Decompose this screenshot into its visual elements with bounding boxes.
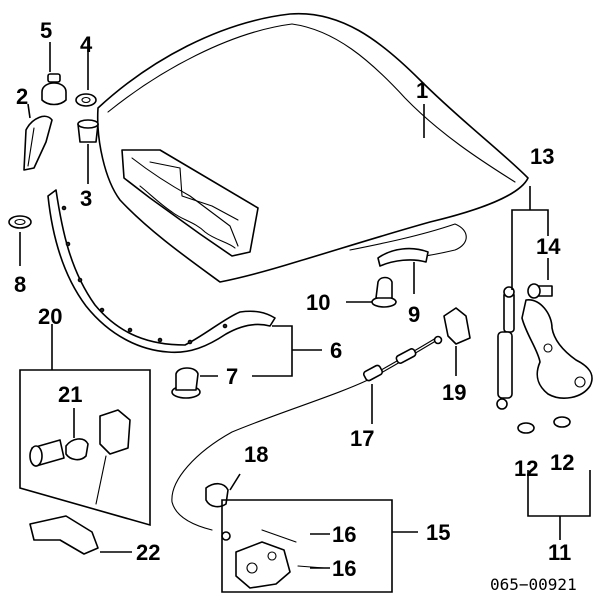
hood-lock-parts-inner bbox=[235, 529, 325, 589]
callout-hinge-bracket: 9 bbox=[408, 302, 420, 327]
callout-hood: 1 bbox=[416, 78, 428, 103]
callout-grommet: 8 bbox=[14, 272, 26, 297]
callout-labels: 1 2 3 4 5 6 7 8 9 10 12 12 11 13 14 15 1… bbox=[14, 18, 574, 581]
washer-small bbox=[75, 93, 97, 107]
cable-clamp bbox=[205, 482, 229, 508]
leader-lines bbox=[19, 40, 549, 569]
hood-cushion bbox=[171, 367, 201, 399]
callout-cable-holder: 19 bbox=[442, 380, 466, 405]
grommet bbox=[8, 215, 32, 229]
callout-washer-small: 4 bbox=[80, 32, 93, 57]
catalog-code: 065−00921 bbox=[490, 575, 577, 594]
cable-holder bbox=[443, 307, 471, 345]
callout-bumper-upper: 5 bbox=[40, 18, 52, 43]
hinge-bushings bbox=[517, 416, 571, 434]
callout-bolt: 14 bbox=[536, 234, 561, 259]
hood-panel bbox=[96, 12, 529, 283]
callout-lock-bolt: 21 bbox=[58, 382, 82, 407]
callout-support-group: 13 bbox=[530, 144, 554, 169]
callout-release-cable: 17 bbox=[350, 426, 374, 451]
callout-bushing-right: 12 bbox=[550, 450, 574, 475]
callout-release-lever: 22 bbox=[136, 540, 160, 565]
callout-hood-lock-group: 20 bbox=[38, 304, 62, 329]
hood-lock-frame bbox=[221, 499, 393, 593]
callout-cushion: 7 bbox=[226, 364, 238, 389]
release-lever bbox=[29, 515, 99, 555]
callout-seal-front-left: 2 bbox=[16, 84, 28, 109]
callout-lock-group: 15 bbox=[426, 520, 450, 545]
callout-hinge-group: 11 bbox=[548, 540, 571, 565]
seal-front-left bbox=[23, 115, 53, 171]
hood-lock-parts bbox=[29, 409, 131, 505]
bumper-upper bbox=[41, 73, 67, 106]
callout-seal-front: 6 bbox=[330, 338, 342, 363]
support-group-bracket bbox=[511, 186, 549, 290]
hinge-bracket bbox=[377, 247, 429, 267]
callout-spring-lower: 16 bbox=[332, 556, 356, 581]
bumper-lower bbox=[77, 119, 99, 143]
hood-lock-group-frame bbox=[19, 369, 151, 527]
callout-bushing-left: 12 bbox=[514, 456, 538, 481]
callout-bumper-lower: 3 bbox=[80, 186, 92, 211]
hood-stopper bbox=[371, 276, 397, 308]
hinge-group-bracket bbox=[527, 470, 591, 540]
hinge-bolt bbox=[527, 283, 553, 299]
hood-hinge bbox=[521, 299, 593, 399]
hood-support-strut bbox=[496, 286, 515, 410]
front-seal-strip bbox=[47, 189, 276, 354]
callout-spring-upper: 16 bbox=[332, 522, 356, 547]
callout-cable-clamp: 18 bbox=[244, 442, 268, 467]
callout-stopper: 10 bbox=[306, 290, 330, 315]
release-cable bbox=[171, 335, 443, 541]
